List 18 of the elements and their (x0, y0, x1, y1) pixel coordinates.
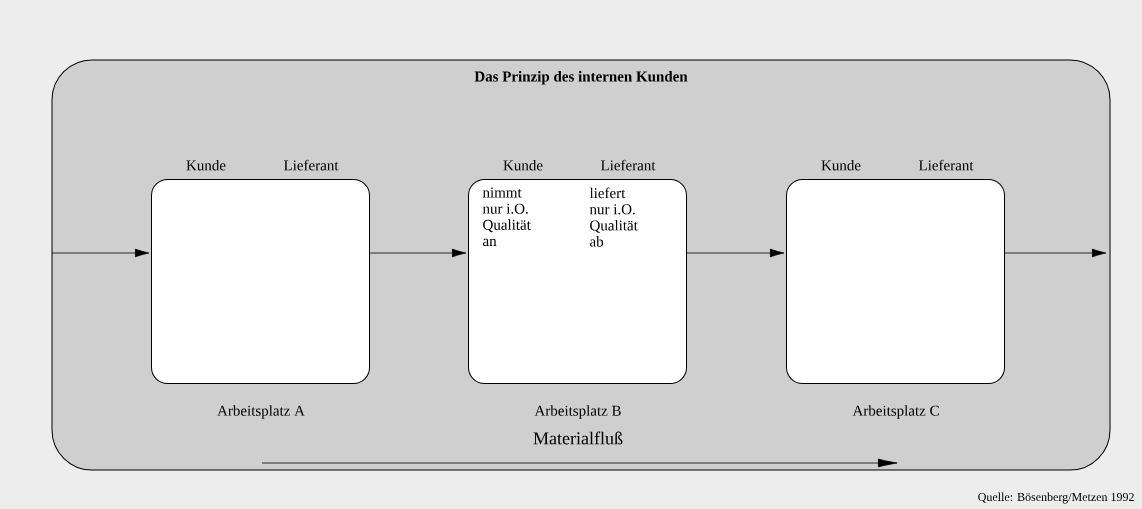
flow-label: Materialfluß (533, 431, 623, 445)
node-label: nimmt nur i.O. Qualität an (482, 187, 531, 247)
column-heading: Lieferant (918, 159, 974, 171)
column-heading: Kunde (503, 159, 543, 171)
workstation-label: Arbeitsplatz C (852, 405, 939, 419)
workstation-label: Arbeitsplatz A (217, 405, 305, 419)
column-heading: Lieferant (283, 159, 339, 171)
arrow (1004, 248, 1107, 258)
workstation-label: Arbeitsplatz B (534, 405, 621, 419)
column-heading: Kunde (186, 159, 226, 171)
arrow (369, 248, 467, 258)
workstation-box: nimmt nur i.O. Qualität an liefert nur i.O. Qualität ab (468, 179, 687, 384)
arrow (686, 248, 785, 258)
arrow (51, 248, 150, 258)
column-heading: Kunde (821, 159, 861, 171)
node-label: liefert nur i.O. Qualität ab (589, 187, 638, 247)
source-caption: Quelle: Bösenberg/Metzen 1992 (978, 492, 1134, 504)
column-heading: Lieferant (600, 159, 656, 171)
